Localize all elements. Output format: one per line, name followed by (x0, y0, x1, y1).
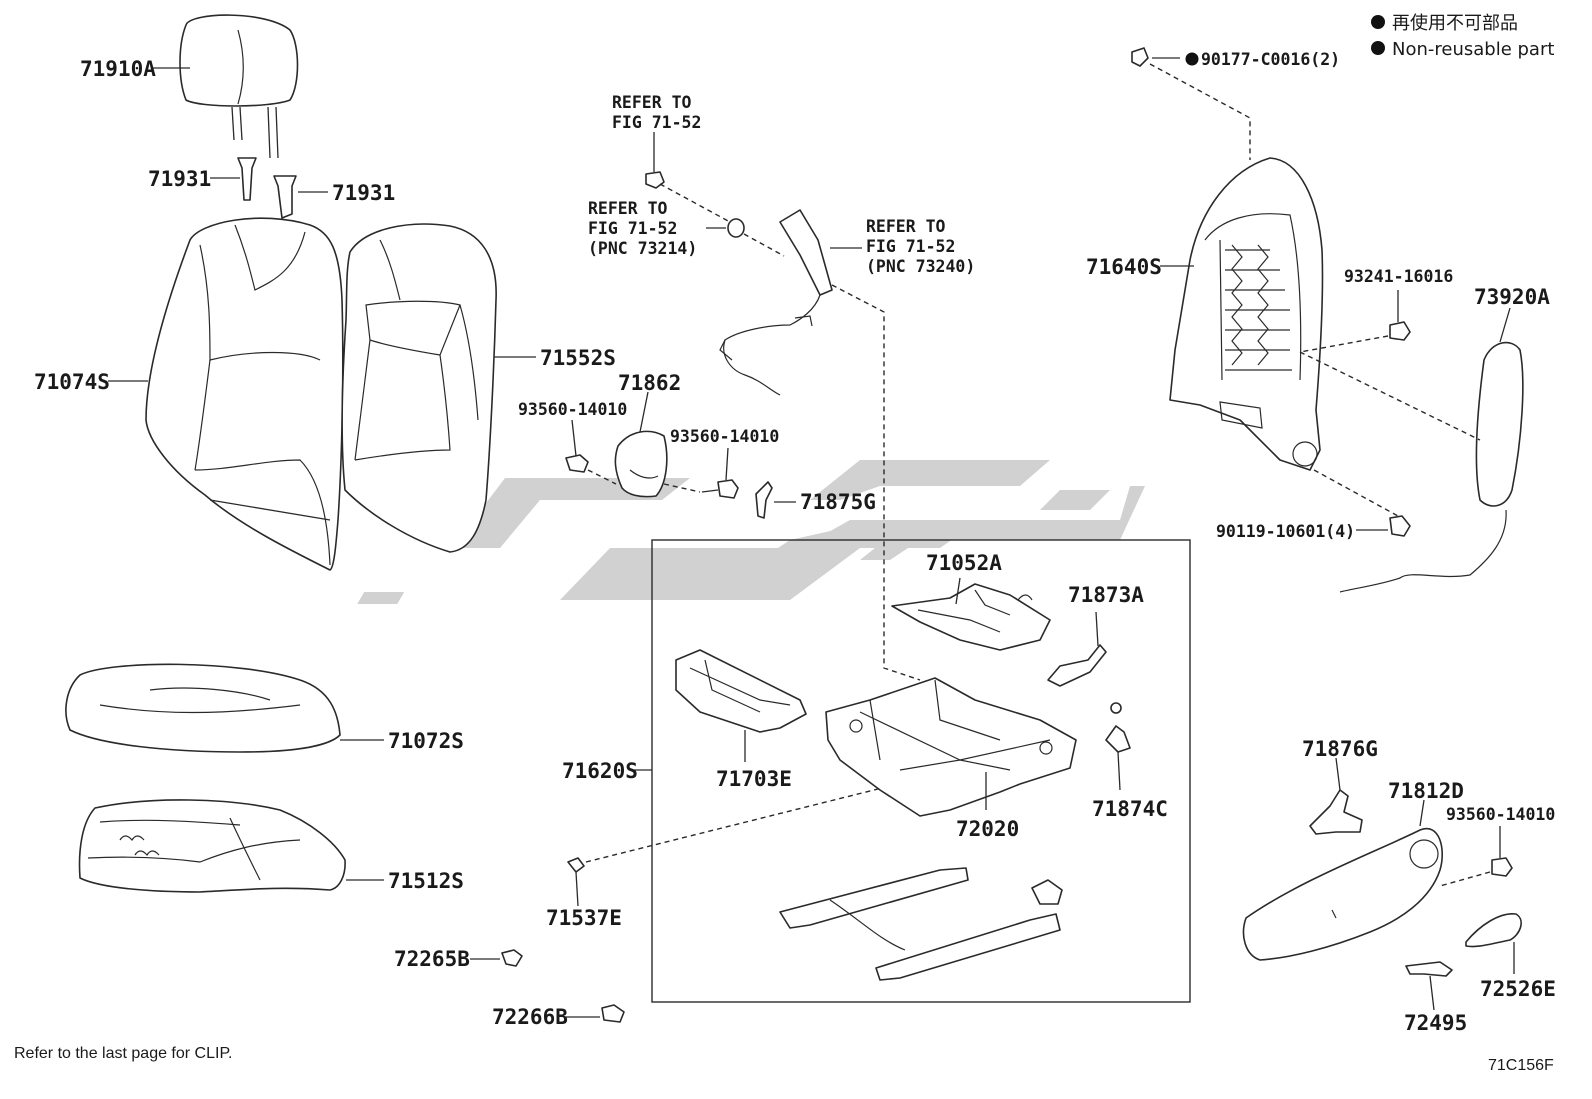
label-90119: 90119-10601(4) (1216, 522, 1355, 541)
label-93560-right: 93560-14010 (1446, 805, 1555, 824)
refer2-line2: FIG 71-52 (588, 219, 677, 238)
recliner-knob-72526E (1465, 913, 1522, 974)
seatback-frame-71640S (1160, 157, 1324, 471)
label-93560-left: 93560-14010 (518, 400, 627, 419)
label-71703E: 71703E (716, 767, 792, 791)
non-reusable-bullet-icon (1371, 15, 1385, 29)
label-71873A: 71873A (1068, 583, 1144, 607)
refer2-line3: (PNC 73214) (588, 239, 697, 258)
non-reusable-bullet-icon (1371, 41, 1385, 55)
hook-71875G (755, 481, 796, 519)
label-71552S: 71552S (540, 346, 616, 370)
bolt-90119-10601 (1356, 515, 1411, 537)
label-71537E: 71537E (546, 906, 622, 930)
nut-90177-C0016 (1131, 47, 1199, 67)
label-71910A: 71910A (80, 57, 156, 81)
label-71052A: 71052A (926, 551, 1002, 575)
refer3-line1: REFER TO (866, 217, 946, 236)
clip-72265B (470, 949, 523, 967)
lever-72495 (1405, 961, 1453, 1011)
washer-icon (727, 218, 745, 238)
label-72526E: 72526E (1480, 977, 1556, 1001)
non-reusable-bullet-icon (1185, 52, 1199, 66)
label-71512S: 71512S (388, 869, 464, 893)
clip-72266B (566, 1004, 625, 1023)
label-93560-mid: 93560-14010 (670, 427, 779, 446)
label-72495: 72495 (1404, 1011, 1467, 1035)
seat-adjuster-rails (779, 867, 1063, 981)
seatback-cover-71552S (341, 223, 536, 553)
label-71072S: 71072S (388, 729, 464, 753)
nut-icon (645, 171, 665, 189)
headrest-guide-71931-left (210, 157, 257, 201)
seatback-pad-71074S (108, 217, 344, 571)
label-71812D: 71812D (1388, 779, 1464, 803)
refer2-line1: REFER TO (588, 199, 668, 218)
bracket-71876G (1309, 757, 1363, 835)
seat-pan-71703E (675, 649, 807, 762)
label-71931-left: 71931 (148, 167, 211, 191)
footer-note: Refer to the last page for CLIP. (14, 1045, 233, 1062)
assembly-frame-71620S-box (651, 539, 1191, 1003)
label-72020: 72020 (956, 817, 1019, 841)
label-90177: 90177-C0016(2) (1201, 50, 1340, 69)
bracket-71873A (1047, 611, 1107, 687)
label-71640S: 71640S (1086, 255, 1162, 279)
refer-to-fig-block-1: REFER TO FIG 71-52 (612, 93, 701, 189)
label-71875G: 71875G (800, 490, 876, 514)
label-71620S: 71620S (562, 759, 638, 783)
wire-harness-assembly (719, 209, 833, 396)
refer-to-fig-block-2: REFER TO FIG 71-52 (PNC 73214) (588, 199, 745, 258)
clip-71537E (567, 857, 585, 907)
label-71074S: 71074S (34, 370, 110, 394)
label-71874C: 71874C (1092, 797, 1168, 821)
label-71862: 71862 (618, 371, 681, 395)
bolt-93560-14010-left (565, 419, 589, 473)
side-shield-71812D (1242, 799, 1443, 961)
label-71876G: 71876G (1302, 737, 1378, 761)
bolt-93560-14010-right (1491, 826, 1513, 877)
spring-plate-71052A (891, 577, 1051, 651)
seat-frame-72020 (825, 677, 1077, 817)
refer3-line3: (PNC 73240) (866, 257, 975, 276)
refer-to-fig-block-3: REFER TO FIG 71-52 (PNC 73240) (830, 217, 975, 276)
bolt-93241-16016 (1389, 290, 1411, 341)
seat-cushion-pad-71072S (65, 663, 384, 753)
legend-en: Non-reusable part (1392, 39, 1554, 60)
figure-code: 71C156F (1488, 1057, 1554, 1074)
shield-cover-71862 (614, 391, 668, 498)
legend-jp: 再使用不可部品 (1392, 13, 1518, 34)
bolt-93560-14010-mid (701, 447, 739, 499)
label-71931-right: 71931 (332, 181, 395, 205)
bracket-71874C (1105, 702, 1131, 791)
refer3-line2: FIG 71-52 (866, 237, 955, 256)
side-airbag-73920A (1339, 307, 1524, 593)
legend: 再使用不可部品 Non-reusable part (1371, 13, 1554, 60)
refer1-line1: REFER TO (612, 93, 692, 112)
refer1-line2: FIG 71-52 (612, 113, 701, 132)
seat-cushion-cover-71512S (78, 799, 384, 893)
label-73920A: 73920A (1474, 285, 1550, 309)
label-72265B: 72265B (394, 947, 470, 971)
headrest-guide-71931-right (273, 175, 328, 219)
headrest-71910A (152, 14, 299, 159)
label-93241: 93241-16016 (1344, 267, 1453, 286)
label-72266B: 72266B (492, 1005, 568, 1029)
